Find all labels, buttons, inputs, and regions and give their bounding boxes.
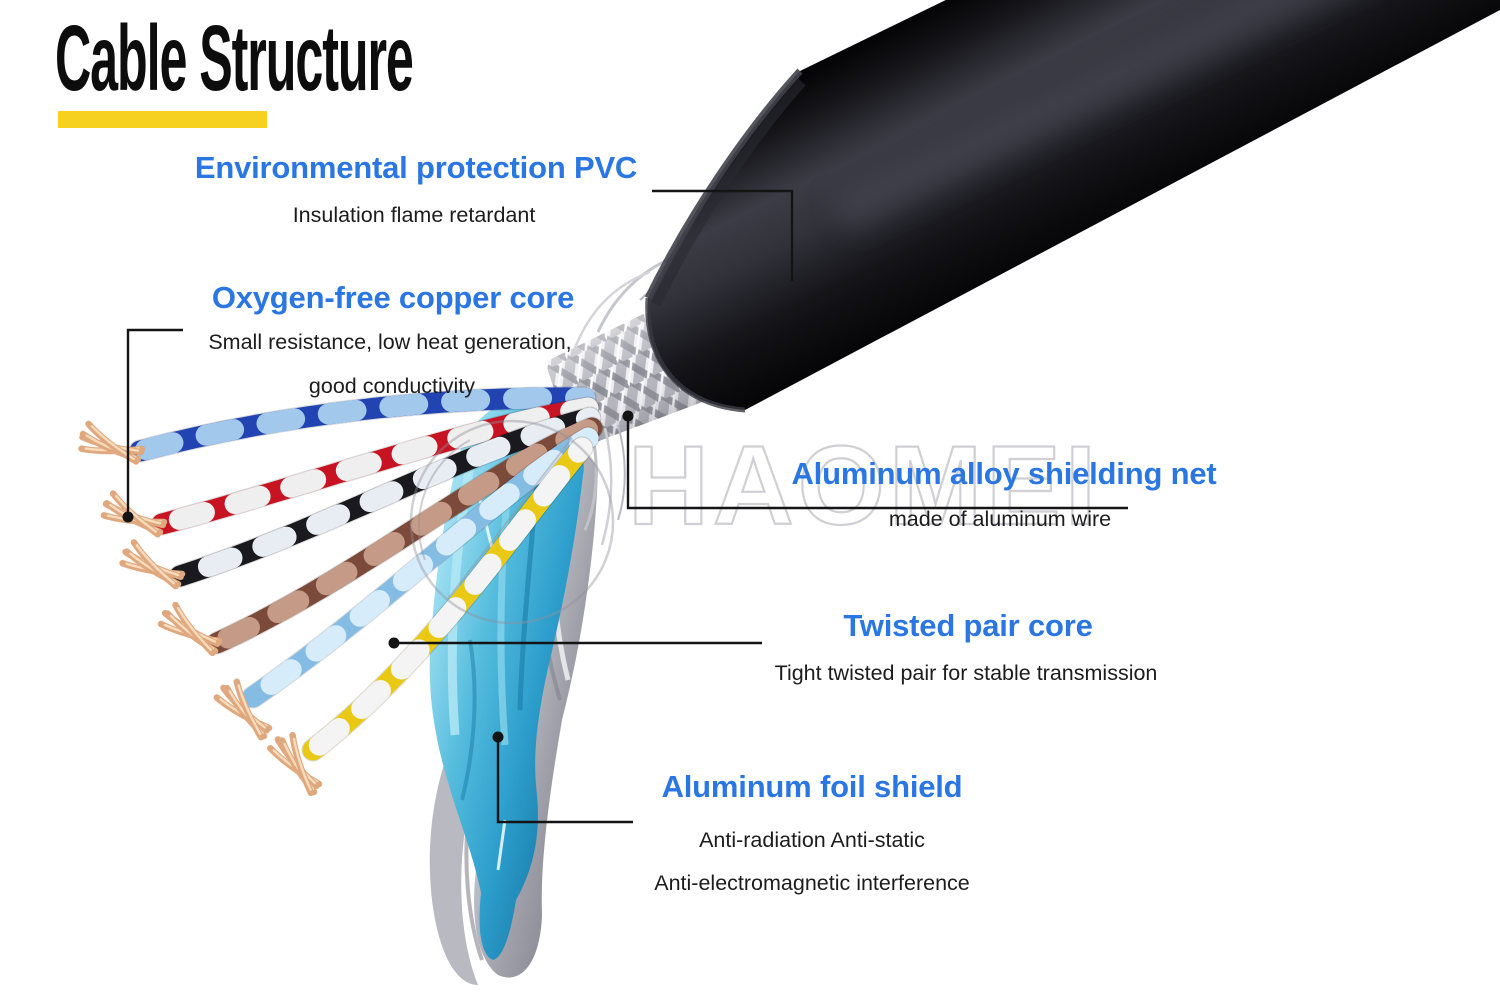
twisted-pairs	[128, 386, 604, 762]
title-underline-bar	[58, 111, 267, 128]
twisted-pair-lightblue	[241, 426, 600, 709]
label-copper-core-desc-1: Small resistance, low heat generation,	[208, 330, 572, 354]
label-twisted-pair-desc: Tight twisted pair for stable transmissi…	[774, 661, 1158, 685]
label-shielding-net: Aluminum alloy shielding net	[791, 456, 1217, 491]
label-copper-core: Oxygen-free copper core	[211, 280, 575, 315]
label-foil-shield: Aluminum foil shield	[661, 769, 963, 804]
label-shielding-net-desc: made of aluminum wire	[888, 507, 1112, 531]
watermark-logo-arc	[417, 439, 471, 561]
leader-copper	[126, 328, 183, 517]
watermark: HAOMEI	[409, 419, 1100, 625]
label-copper-core-desc-2: good conductivity	[308, 374, 476, 398]
leader-net	[626, 416, 1128, 510]
watermark-text: HAOMEI	[628, 423, 1100, 548]
twisted-pair-yellow	[301, 436, 594, 762]
leader-pvc	[652, 189, 794, 281]
twisted-pair-black	[168, 406, 602, 588]
label-twisted-pair: Twisted pair core	[843, 608, 1093, 643]
page-title: Cable Structure	[55, 6, 414, 110]
leader-lines	[122, 189, 1128, 824]
twisted-pair-blue	[128, 386, 597, 463]
leader-copper-dot	[122, 511, 134, 523]
leader-foil	[496, 737, 633, 824]
label-environmental-pvc: Environmental protection PVC	[194, 150, 638, 185]
label-foil-shield-desc-1: Anti-radiation Anti-static	[699, 828, 925, 852]
twisted-pair-red	[150, 396, 600, 536]
watermark-logo-slash	[446, 437, 573, 601]
cable-jacket	[644, 0, 1500, 413]
label-environmental-pvc-desc: Insulation flame retardant	[292, 203, 536, 227]
label-foil-shield-desc-2: Anti-electromagnetic interference	[654, 871, 970, 895]
watermark-logo-circle	[409, 419, 615, 625]
twisted-pair-brown	[205, 416, 604, 655]
